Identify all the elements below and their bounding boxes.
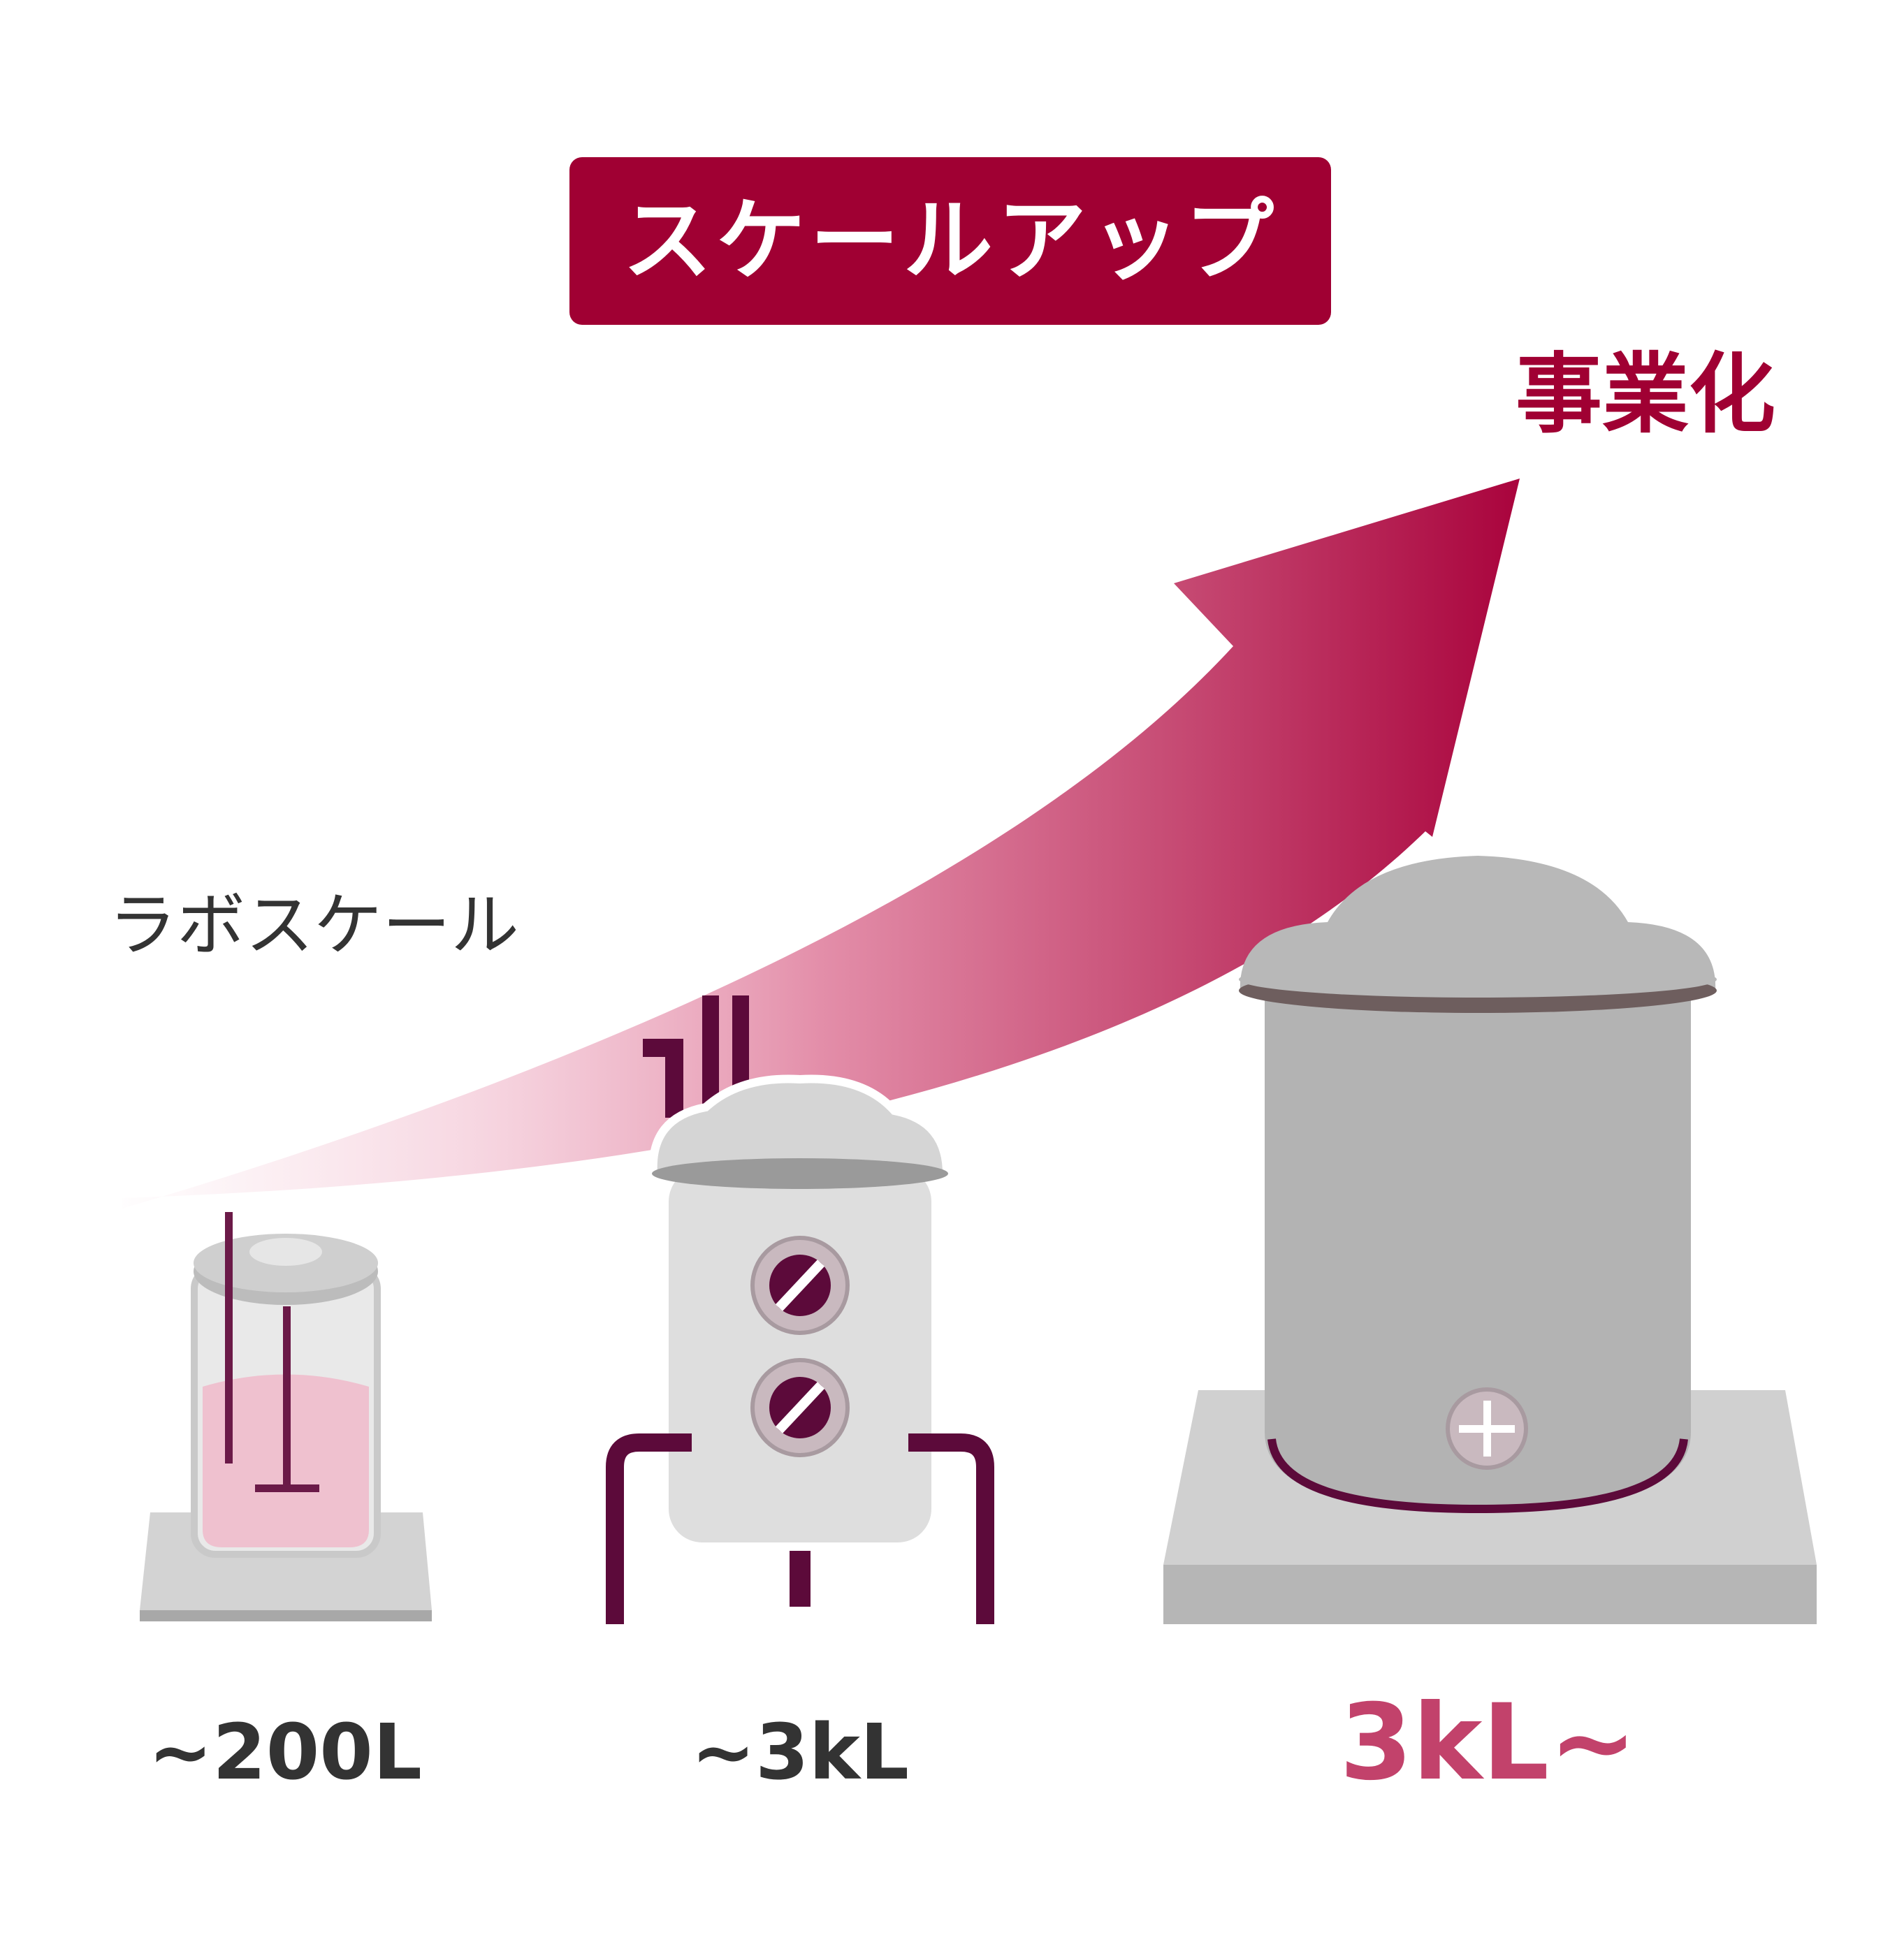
scale-up-banner-label: スケールアップ	[623, 189, 1278, 293]
scale-up-banner: スケールアップ	[569, 157, 1331, 325]
sight-glass-icon	[750, 1236, 850, 1335]
commercial-volume-label: 3kL~	[1339, 1682, 1636, 1804]
pilot-volume-label: ~3kL	[691, 1707, 909, 1797]
commercialization-label: 事業化	[1516, 344, 1775, 445]
valve-icon	[1446, 1387, 1528, 1470]
commercial-vessel	[1163, 856, 1817, 1624]
lab-volume-label: ~200L	[148, 1707, 422, 1797]
sight-glass-icon	[750, 1358, 850, 1457]
pilot-vessel	[606, 995, 994, 1624]
lab-scale-label: ラボスケール	[108, 886, 519, 965]
growth-arrow-icon	[122, 479, 1520, 1209]
lab-vessel	[140, 1212, 432, 1621]
